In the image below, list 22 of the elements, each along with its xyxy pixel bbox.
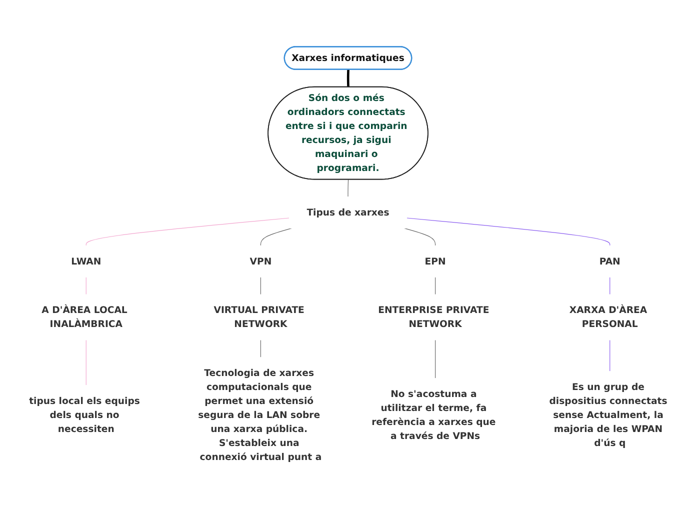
connector	[348, 180, 349, 198]
connector	[435, 277, 436, 296]
connector	[406, 218, 610, 246]
node-text: EPN	[424, 256, 446, 267]
connector	[260, 340, 261, 358]
node-text: Tecnologia de xarxes computacionals que permet una extensió segura de la LAN sobre una xarxa pública. S'estableix una connexió virtual punt a	[198, 368, 322, 463]
node-text: LWAN	[71, 256, 102, 267]
connector	[86, 218, 290, 246]
node-text: VIRTUAL PRIVATE NETWORK	[214, 304, 304, 330]
node-text: XARXA D'ÀREA PERSONAL	[569, 304, 648, 330]
node-text: A D'ÀREA LOCAL INALÀMBRICA	[42, 304, 128, 330]
connector	[260, 277, 261, 296]
node-text: No s'acostuma a utilitzar el terme, fa referència a xarxes que a través de VPNs	[372, 388, 496, 442]
node-text: tipus local els equips dels quals no necessiten	[29, 396, 140, 435]
connector	[404, 228, 436, 246]
node-text: Tipus de xarxes	[306, 207, 390, 218]
node-text: VPN	[250, 256, 272, 267]
connector	[435, 340, 436, 379]
node-text: Es un grup de dispositius connectats sense Actualment, la majoria de les WPAN d'ús q	[549, 382, 668, 449]
node-text: ENTERPRISE PRIVATE NETWORK	[378, 304, 490, 330]
node-text: PAN	[599, 256, 620, 267]
connector	[346, 70, 350, 88]
